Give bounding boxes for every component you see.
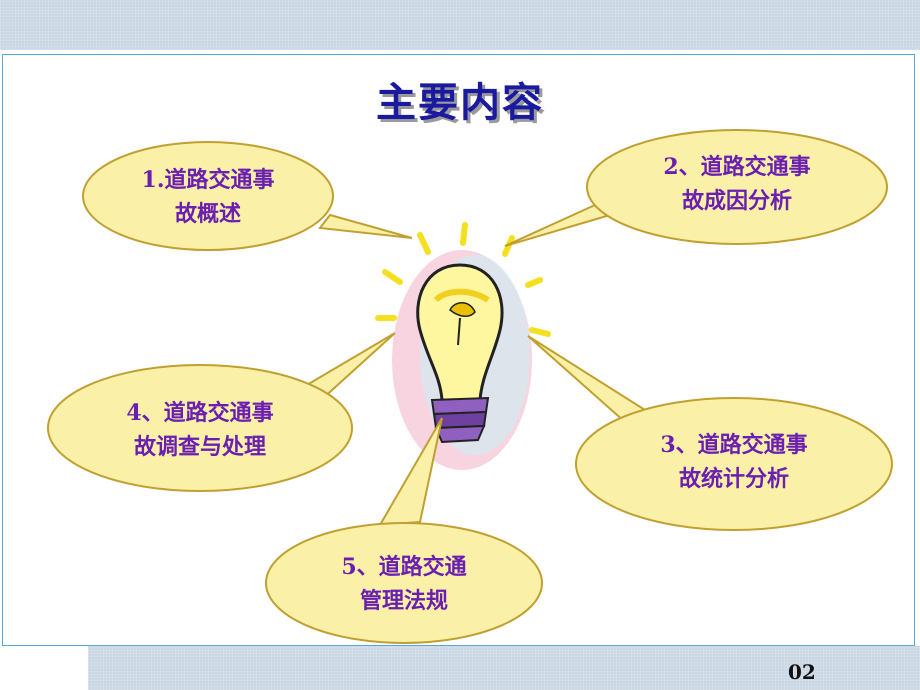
callout-4-line2: 故调查与处理 — [133, 434, 266, 460]
callout-bubble-3 — [527, 335, 893, 531]
callout-1-line1: 1.道路交通事 — [141, 167, 275, 193]
callout-bubble-5 — [265, 417, 543, 644]
page-title: 主要内容 — [376, 80, 544, 126]
callout-bubble-2 — [504, 129, 888, 247]
header-band — [0, 0, 920, 50]
page-number: 02 — [788, 660, 816, 684]
callout-bubble-1 — [82, 141, 413, 251]
callout-4-line1: 4、道路交通事 — [126, 400, 274, 426]
lightbulb-icon — [375, 222, 551, 470]
callout-text-3: 3、道路交通事 故统计分析 — [614, 428, 854, 496]
callout-1-line2: 故概述 — [174, 201, 241, 227]
callout-text-5: 5、道路交通 管理法规 — [294, 550, 514, 618]
callout-2-line2: 故成因分析 — [681, 188, 792, 214]
callout-text-4: 4、道路交通事 故调查与处理 — [80, 396, 320, 464]
footer-blank — [0, 646, 88, 690]
footer-band — [88, 646, 920, 690]
callout-5-line1: 5、道路交通 — [341, 554, 467, 580]
callout-2-line1: 2、道路交通事 — [663, 154, 811, 180]
callout-3-line2: 故统计分析 — [678, 466, 789, 492]
callout-5-line2: 管理法规 — [359, 588, 448, 614]
callout-text-1: 1.道路交通事 故概述 — [98, 163, 318, 231]
callout-3-line1: 3、道路交通事 — [660, 432, 808, 458]
callout-text-2: 2、道路交通事 故成因分析 — [617, 150, 857, 218]
callout-bubble-4 — [47, 332, 396, 492]
